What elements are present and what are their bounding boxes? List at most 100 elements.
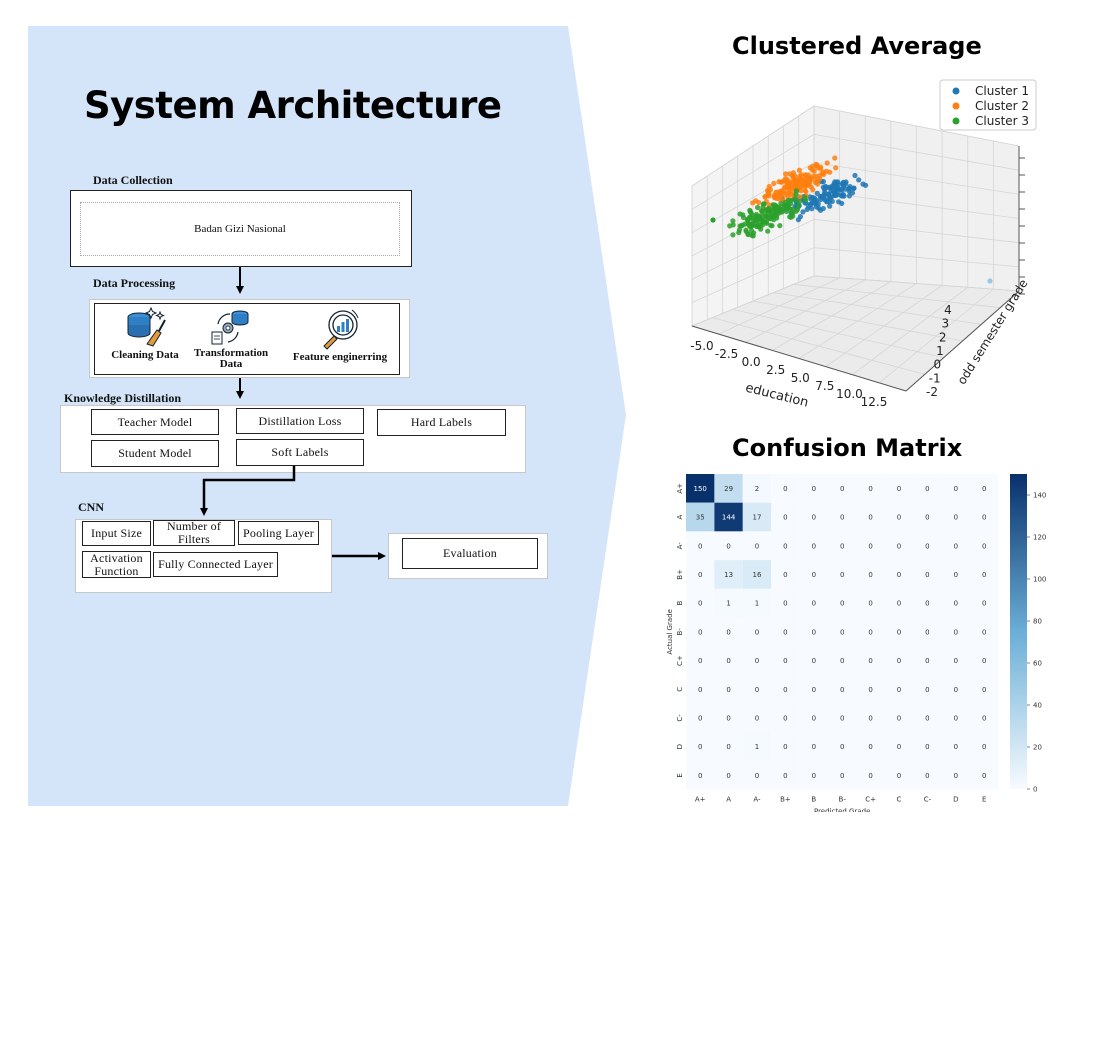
- heatmap-cell-value: 0: [897, 772, 901, 780]
- heatmap-cell: [884, 761, 914, 790]
- scatter-point: [777, 223, 783, 229]
- y-tick-label: -1: [929, 371, 941, 385]
- heatmap-cell: [799, 560, 828, 589]
- legend-label: Cluster 2: [975, 99, 1029, 113]
- scatter-point: [778, 192, 784, 199]
- x-tick-label: -5.0: [690, 339, 713, 353]
- heatmap-cell: [686, 560, 715, 589]
- heatmap-cell: [771, 761, 800, 790]
- heatmap-cell: [686, 674, 715, 704]
- scatter-point: [823, 168, 829, 174]
- heatmap-cell: [799, 703, 828, 733]
- heatmap-cell: [686, 502, 715, 532]
- heatmap-cell: [856, 617, 885, 647]
- scatter-point: [832, 192, 838, 198]
- heatmap-cell: [856, 474, 885, 503]
- heatmap-cell: [913, 531, 942, 561]
- distillation-loss-box: Distillation Loss: [236, 408, 364, 434]
- scatter-point: [779, 188, 785, 194]
- heatmap-cell-value: 0: [925, 743, 929, 751]
- scatter-point: [792, 173, 798, 179]
- heatmap-cell-value: 0: [783, 686, 787, 694]
- heatmap-cell: [714, 474, 743, 503]
- heatmap-cell-value: 0: [897, 743, 901, 751]
- heatmap-cell-value: 0: [868, 743, 872, 751]
- heatmap-cell-value: 0: [726, 657, 730, 665]
- scatter-point: [783, 208, 789, 214]
- heatmap-cell: [714, 502, 743, 532]
- heatmap-cell-value: 0: [726, 686, 730, 694]
- scatter-point: [778, 207, 784, 213]
- colorbar-tick-label: 140: [1033, 492, 1046, 500]
- heatmap-cell: [884, 703, 914, 733]
- heatmap-cell-value: 0: [755, 628, 759, 636]
- scatter-point: [771, 180, 777, 186]
- input-size-box: Input Size: [82, 521, 151, 546]
- x-tick-label: B: [811, 796, 816, 804]
- heatmap-cell-value: 0: [840, 743, 844, 751]
- scatter-point: [774, 215, 780, 221]
- heatmap-cell-value: 0: [954, 714, 958, 722]
- x-tick-label: B-: [839, 796, 847, 804]
- scatter-point: [759, 209, 765, 215]
- scatter-point: [730, 232, 736, 238]
- y-tick-label: B+: [676, 569, 684, 580]
- heatmap-cell: [686, 761, 715, 790]
- y-tick-label: A+: [676, 483, 684, 494]
- heatmap-cell-value: 0: [925, 772, 929, 780]
- scatter-point: [840, 192, 846, 198]
- heatmap-cell-value: 0: [698, 542, 702, 550]
- heatmap-cell-value: 0: [982, 542, 986, 550]
- scatter-points: [710, 155, 993, 284]
- heatmap-cell: [884, 588, 914, 618]
- heatmap-cell: [970, 703, 999, 733]
- heatmap-cell: [771, 502, 800, 532]
- heatmap-cell-value: 0: [897, 657, 901, 665]
- scatter-point: [796, 167, 802, 173]
- scatter-point: [762, 219, 768, 225]
- colorbar-tick-label: 0: [1033, 786, 1037, 794]
- data-source-box: Badan Gizi Nasional: [80, 202, 400, 256]
- heatmap-cell: [884, 617, 914, 647]
- heatmap-cell: [856, 703, 885, 733]
- heatmap-cell: [856, 732, 885, 761]
- scatter-point: [783, 171, 789, 177]
- heatmap-cell: [970, 531, 999, 561]
- y-tick-label: -2: [926, 385, 938, 399]
- heatmap-cell: [828, 617, 857, 647]
- scatter-point: [811, 197, 817, 203]
- heatmap-cell: [941, 502, 970, 532]
- heatmap-cell-value: 0: [783, 542, 787, 550]
- heatmap-cell-value: 0: [812, 485, 816, 493]
- heatmap-cell-value: 0: [925, 600, 929, 608]
- heatmap-cell: [742, 646, 772, 675]
- legend-marker: [952, 87, 960, 95]
- heatmap-cell-value: 0: [897, 542, 901, 550]
- heatmap-cell-value: 0: [726, 743, 730, 751]
- scatter-point: [796, 202, 802, 208]
- heatmap-cell-value: 0: [698, 571, 702, 579]
- x-tick-label: C: [897, 796, 902, 804]
- scatter-point: [710, 217, 716, 223]
- x-tick-label: B+: [780, 796, 791, 804]
- heatmap-cell-value: 0: [840, 628, 844, 636]
- scatter-point: [766, 193, 772, 199]
- heatmap-cell: [913, 560, 942, 589]
- heatmap-cell: [941, 703, 970, 733]
- heatmap-cell-value: 0: [954, 514, 958, 522]
- heatmap-cell: [742, 674, 772, 704]
- heatmap-cell: [799, 674, 828, 704]
- x-tick-label: C-: [924, 796, 932, 804]
- heatmap-cell-value: 0: [982, 571, 986, 579]
- heatmap-cell: [941, 588, 970, 618]
- heatmap-cell: [686, 732, 715, 761]
- heatmap-cell-value: 0: [783, 514, 787, 522]
- heatmap-cell-value: 0: [982, 743, 986, 751]
- legend-marker: [952, 117, 960, 125]
- heatmap-cell-value: 0: [925, 485, 929, 493]
- colorbar-tick-label: 20: [1033, 744, 1042, 752]
- heatmap-cell: [856, 761, 885, 790]
- heatmap-cell: [970, 502, 999, 532]
- scatter-point: [824, 198, 830, 204]
